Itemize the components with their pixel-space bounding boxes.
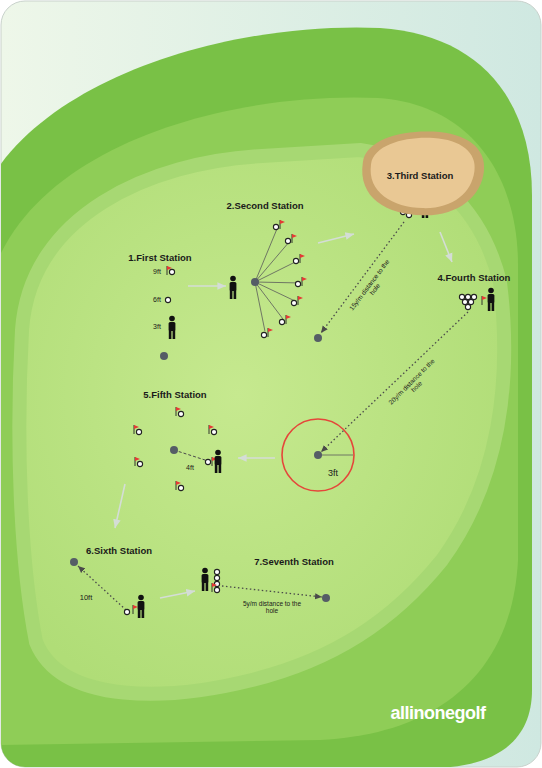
station-heading: 7.Seventh Station [254, 557, 334, 567]
hole [160, 352, 168, 360]
golfer-icon [202, 568, 209, 591]
flow-arrow [440, 232, 452, 262]
golf-ball [295, 281, 300, 286]
flag-marker [292, 234, 297, 243]
flag-marker [212, 583, 217, 592]
golf-ball [279, 319, 284, 324]
bunker-station: 3.Third Station [352, 128, 488, 218]
flag-marker [302, 277, 307, 286]
golf-ball [261, 332, 266, 337]
putt-path [321, 222, 404, 333]
flag-marker [482, 296, 487, 305]
flow-arrow [160, 591, 195, 598]
flag-marker [298, 296, 303, 305]
hole [251, 278, 259, 286]
hole [314, 334, 322, 342]
golf-ball [465, 294, 470, 299]
golf-ball [165, 297, 170, 302]
putt-line [255, 229, 277, 282]
distance-label: 6ft [153, 296, 161, 304]
golfer-icon [215, 450, 222, 473]
golf-ball [124, 609, 129, 614]
golf-ball [291, 300, 296, 305]
radius-line [318, 455, 353, 456]
flow-arrow [238, 457, 275, 459]
golf-ball [169, 269, 174, 274]
golf-ball [137, 461, 142, 466]
distance-line [174, 450, 205, 460]
watermark: allinonegolf [391, 704, 486, 724]
distance-note: 5y/m distance to the hole [240, 600, 304, 614]
flag-marker [280, 220, 285, 229]
putt-path [78, 566, 126, 610]
putt-line [255, 282, 295, 301]
golf-ball [205, 459, 210, 464]
rough-outer [1, 27, 532, 767]
putt-line [255, 282, 265, 331]
hole [170, 446, 178, 454]
golf-ball [136, 429, 141, 434]
station-heading: 1.First Station [128, 253, 191, 263]
putt-line [255, 282, 299, 284]
station-heading: 4.Fourth Station [438, 273, 511, 283]
station-heading: 5.Fifth Station [143, 390, 206, 400]
putt-line [255, 261, 297, 282]
flag-marker [268, 328, 273, 337]
station-heading: 6.Sixth Station [86, 546, 152, 556]
golf-ball [178, 411, 183, 416]
golf-ball [462, 299, 467, 304]
station-heading: 3.Third Station [387, 170, 454, 181]
golf-ball [178, 485, 183, 490]
putting-green [19, 150, 504, 694]
golfer-icon [488, 288, 495, 311]
ring-outline [282, 419, 354, 491]
golfer-icon [230, 276, 237, 299]
flow-arrow [115, 484, 125, 528]
golfer-icon [138, 595, 145, 618]
golf-ball [471, 294, 476, 299]
golfer-icon [169, 316, 176, 339]
flag-marker [300, 254, 305, 263]
golf-ball [214, 569, 219, 574]
golf-ball [214, 581, 219, 586]
putt-line [255, 242, 289, 282]
putt-line [255, 282, 283, 319]
target-circle: 3ft [282, 419, 354, 491]
station-heading: 2.Second Station [226, 201, 303, 211]
distance-label: 10ft [80, 594, 93, 602]
flow-arrow [318, 234, 354, 243]
dimension-label: 3ft [328, 468, 338, 478]
golf-ball [285, 238, 290, 243]
flag-marker [133, 605, 138, 614]
golf-ball [293, 258, 298, 263]
golf-ball [465, 304, 470, 309]
distance-label: 4ft [186, 464, 194, 472]
distance-label: 3ft [153, 323, 161, 331]
golf-ball [468, 299, 473, 304]
hole [322, 594, 330, 602]
fringe [1, 98, 518, 745]
putt-path [321, 312, 468, 452]
hole [314, 451, 322, 459]
flag-marker [286, 315, 291, 324]
hole [70, 558, 78, 566]
golf-ball [214, 575, 219, 580]
golf-ball [211, 429, 216, 434]
putt-path [222, 586, 322, 597]
golf-ball [214, 587, 219, 592]
flow-arrow [188, 285, 226, 287]
golf-ball [459, 294, 464, 299]
golf-ball [273, 224, 278, 229]
distance-label: 9ft [153, 268, 161, 276]
